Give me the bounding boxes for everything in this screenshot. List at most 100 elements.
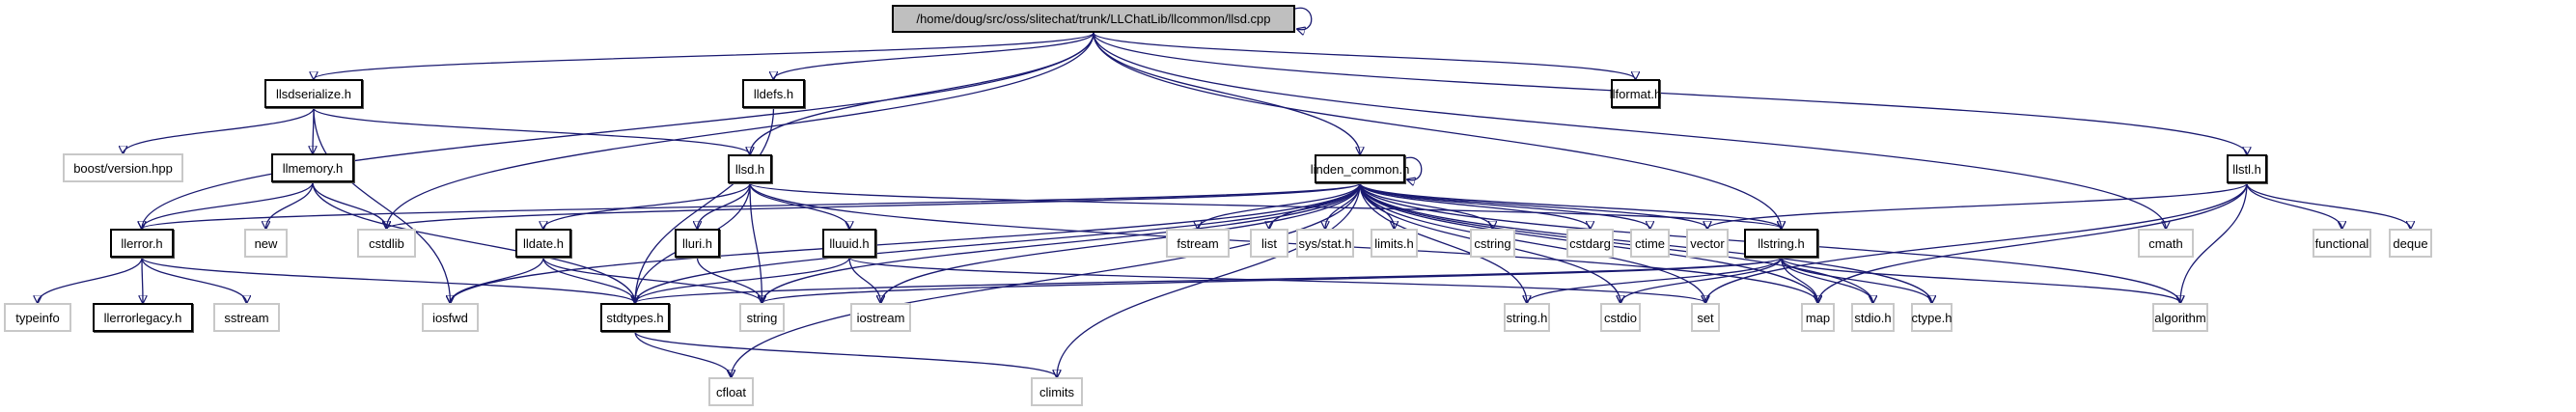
edge-root-to-llstl (1093, 32, 2247, 154)
node-label: cstdarg (1569, 235, 1611, 251)
edge-llstring-to-string (762, 257, 1783, 303)
edge-root-to-llformat (1093, 32, 1636, 79)
edge-root-to-llstring (1093, 32, 1782, 229)
node-llsd[interactable]: llsd.h (728, 154, 772, 183)
node-fstream[interactable]: fstream (1166, 229, 1230, 258)
node-lldate[interactable]: lldate.h (515, 229, 571, 258)
node-vector[interactable]: vector (1686, 229, 1729, 258)
node-set[interactable]: set (1691, 303, 1720, 332)
edge-llstring-to-cstdio (1620, 257, 1783, 303)
node-label: cmath (2148, 235, 2183, 251)
node-llsdserialize[interactable]: llsdserialize.h (264, 79, 363, 108)
node-label: linden_common.h (1310, 161, 1410, 177)
node-label: cstdlib (369, 235, 404, 251)
node-label: stdio.h (1854, 310, 1892, 325)
edge-lluuid-to-iostream (848, 257, 881, 303)
node-cstdarg[interactable]: cstdarg (1566, 229, 1614, 258)
node-label: llsdserialize.h (275, 86, 352, 101)
node-iosfwd[interactable]: iosfwd (422, 303, 479, 332)
node-llmemory[interactable]: llmemory.h (271, 153, 354, 182)
edge-llerror-to-typeinfo (38, 257, 143, 303)
node-string[interactable]: string (739, 303, 785, 332)
node-llerrorlegacy[interactable]: llerrorlegacy.h (93, 303, 193, 332)
node-label: boost/version.hpp (73, 160, 173, 176)
edge-linden_common-to-stringh (1359, 182, 1527, 303)
edge-linden_common-to-cstring (1359, 182, 1493, 229)
node-boost-version[interactable]: boost/version.hpp (63, 153, 183, 182)
node-label: lluuid.h (829, 235, 870, 251)
edge-stdtypes-to-climits (634, 331, 1057, 377)
node-label: cfloat (715, 384, 747, 399)
edge-llmemory-to-new (266, 181, 314, 229)
node-label: climits (1039, 384, 1075, 399)
edge-root-to-cmath (1093, 32, 2166, 229)
edge-llstl-to-algorithm (2180, 182, 2248, 303)
node-algorithm[interactable]: algorithm (2152, 303, 2208, 332)
node-cstdio[interactable]: cstdio (1600, 303, 1641, 332)
node-label: llerror.h (121, 235, 163, 251)
edge-linden_common-to-stdioh (1359, 182, 1873, 303)
node-label: llsd.h (734, 161, 765, 177)
node-limits[interactable]: limits.h (1371, 229, 1418, 258)
node-llstring[interactable]: llstring.h (1744, 229, 1818, 258)
node-cstdlib[interactable]: cstdlib (357, 229, 416, 258)
node-stdio-h[interactable]: stdio.h (1851, 303, 1895, 332)
node-lluri[interactable]: lluri.h (675, 229, 720, 258)
node-label: llstl.h (2232, 161, 2261, 177)
node-list[interactable]: list (1250, 229, 1288, 258)
node-climits[interactable]: climits (1031, 377, 1083, 406)
node-ctime[interactable]: ctime (1630, 229, 1670, 258)
node-label: stdtypes.h (606, 310, 664, 325)
node-new[interactable]: new (244, 229, 288, 258)
node-stdtypes[interactable]: stdtypes.h (600, 303, 670, 332)
edge-root-to-llerror (142, 32, 1094, 229)
node-label: string (746, 310, 778, 325)
edge-root-to-llsdserialize (314, 32, 1094, 79)
node-sstream[interactable]: sstream (213, 303, 280, 332)
edge-stdtypes-to-cfloat (634, 331, 732, 377)
edge-lluri-to-string (696, 257, 762, 303)
edge-llstring-to-stdioh (1780, 257, 1873, 303)
node-label: llformat.h (1609, 86, 1662, 101)
node-typeinfo[interactable]: typeinfo (4, 303, 71, 332)
node-lldefs[interactable]: lldefs.h (742, 79, 805, 108)
edge-llstl-to-set (1705, 182, 2248, 303)
node-sys-stat[interactable]: sys/stat.h (1296, 229, 1354, 258)
node-label: iostream (856, 310, 905, 325)
edge-linden_common-to-cstdlib (387, 182, 1361, 229)
node-label: fstream (1177, 235, 1219, 251)
edge-llsd-to-string (749, 182, 762, 303)
node-iostream[interactable]: iostream (850, 303, 911, 332)
node-map[interactable]: map (1801, 303, 1835, 332)
node-llerror[interactable]: llerror.h (110, 229, 174, 258)
edge-llstring-to-map (1780, 257, 1818, 303)
node-label: new (254, 235, 278, 251)
node-lluuid[interactable]: lluuid.h (822, 229, 876, 258)
node-string-h[interactable]: string.h (1504, 303, 1550, 332)
node-label: algorithm (2154, 310, 2206, 325)
node-llformat[interactable]: llformat.h (1609, 79, 1662, 108)
edge-root-to-lldefs (774, 32, 1094, 79)
edge-llstring-to-stringh (1527, 257, 1783, 303)
node-label: typeinfo (15, 310, 60, 325)
node-functional[interactable]: functional (2313, 229, 2371, 258)
edge-llsdserialize-to-llsd (313, 107, 750, 154)
node-cmath[interactable]: cmath (2138, 229, 2194, 258)
node-label: set (1697, 310, 1714, 325)
edge-linden_common-to-cstdarg (1359, 182, 1591, 229)
node-linden-common[interactable]: linden_common.h (1311, 154, 1409, 183)
edge-linden_common-to-llstring (1359, 182, 1782, 229)
edge-llstring-to-algorithm (1780, 257, 2181, 303)
node-cfloat[interactable]: cfloat (708, 377, 754, 406)
node-label: vector (1690, 235, 1725, 251)
edge-linden_common-to-fstream (1198, 182, 1361, 229)
node-deque[interactable]: deque (2389, 229, 2432, 258)
node-cstring[interactable]: cstring (1470, 229, 1515, 258)
node-root[interactable]: /home/doug/src/oss/slitechat/trunk/LLCha… (892, 5, 1295, 33)
node-ctype-h[interactable]: ctype.h (1911, 303, 1953, 332)
edge-lldate-to-string (542, 257, 762, 303)
node-llstl[interactable]: llstl.h (2227, 154, 2267, 183)
edge-llstl-to-map (1818, 182, 2248, 303)
